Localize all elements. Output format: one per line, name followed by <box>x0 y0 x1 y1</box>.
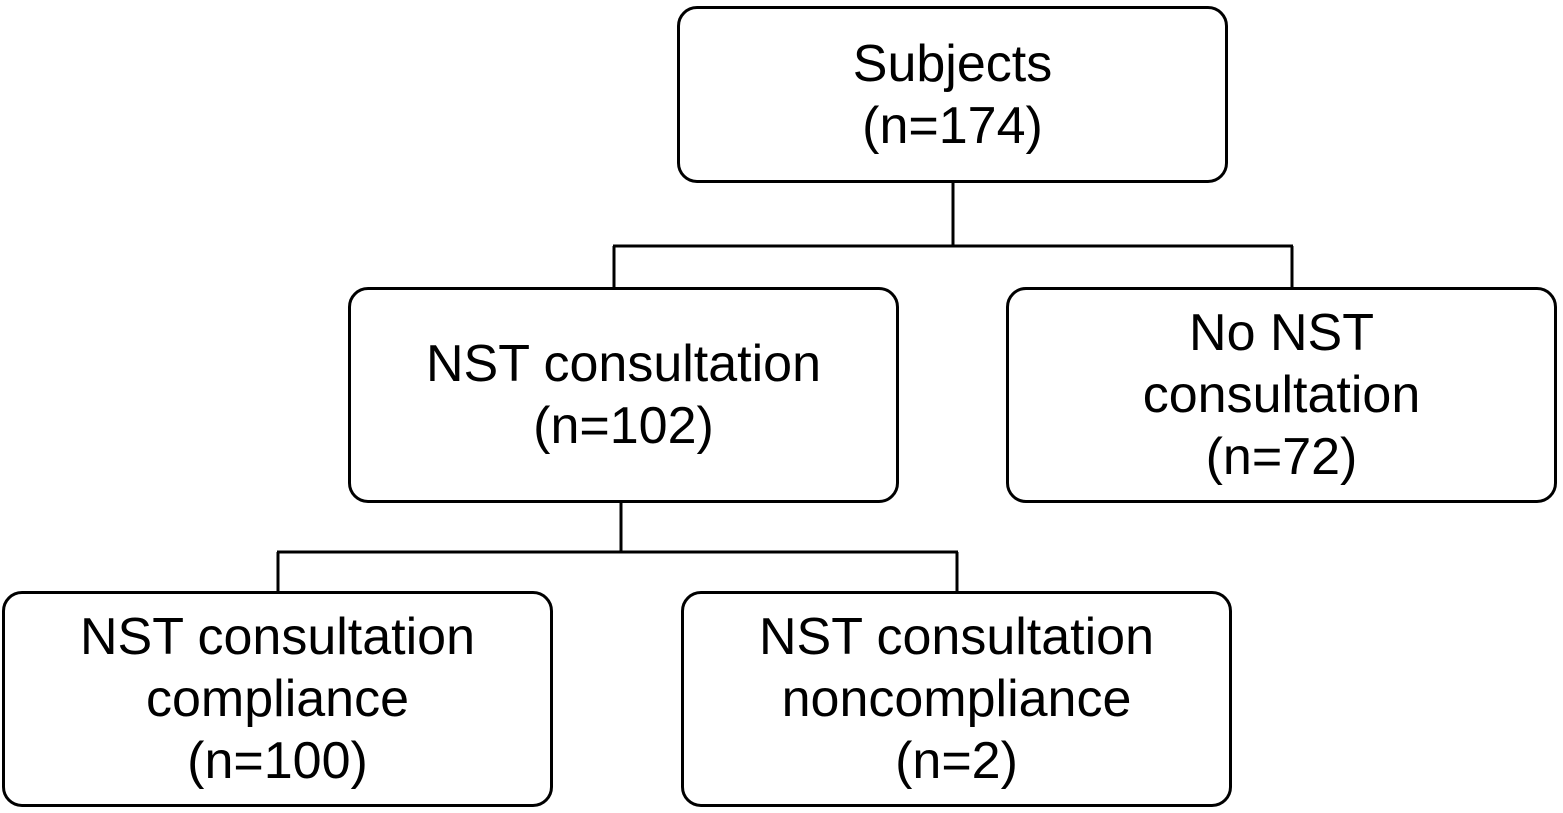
compliance-label-line2: compliance <box>145 670 410 728</box>
compliance-count: (n=100) <box>187 732 368 790</box>
no-nst-consultation-label-line2: consultation <box>1142 366 1421 424</box>
no-nst-consultation-count: (n=72) <box>1205 428 1358 486</box>
nst-consultation-count: (n=102) <box>533 397 714 455</box>
noncompliance-box: NST consultation noncompliance (n=2) <box>681 591 1232 807</box>
nst-consultation-label: NST consultation <box>425 335 822 393</box>
noncompliance-count: (n=2) <box>895 732 1018 790</box>
no-nst-consultation-label-line1: No NST <box>1189 304 1374 362</box>
nst-consultation-box: NST consultation (n=102) <box>348 287 899 503</box>
subjects-label: Subjects <box>852 34 1053 93</box>
subjects-count: (n=174) <box>862 96 1043 155</box>
noncompliance-label-line2: noncompliance <box>781 670 1132 728</box>
subjects-box: Subjects (n=174) <box>677 6 1228 183</box>
compliance-box: NST consultation compliance (n=100) <box>2 591 553 807</box>
no-nst-consultation-box: No NST consultation (n=72) <box>1006 287 1557 503</box>
compliance-label-line1: NST consultation <box>79 608 476 666</box>
noncompliance-label-line1: NST consultation <box>758 608 1155 666</box>
